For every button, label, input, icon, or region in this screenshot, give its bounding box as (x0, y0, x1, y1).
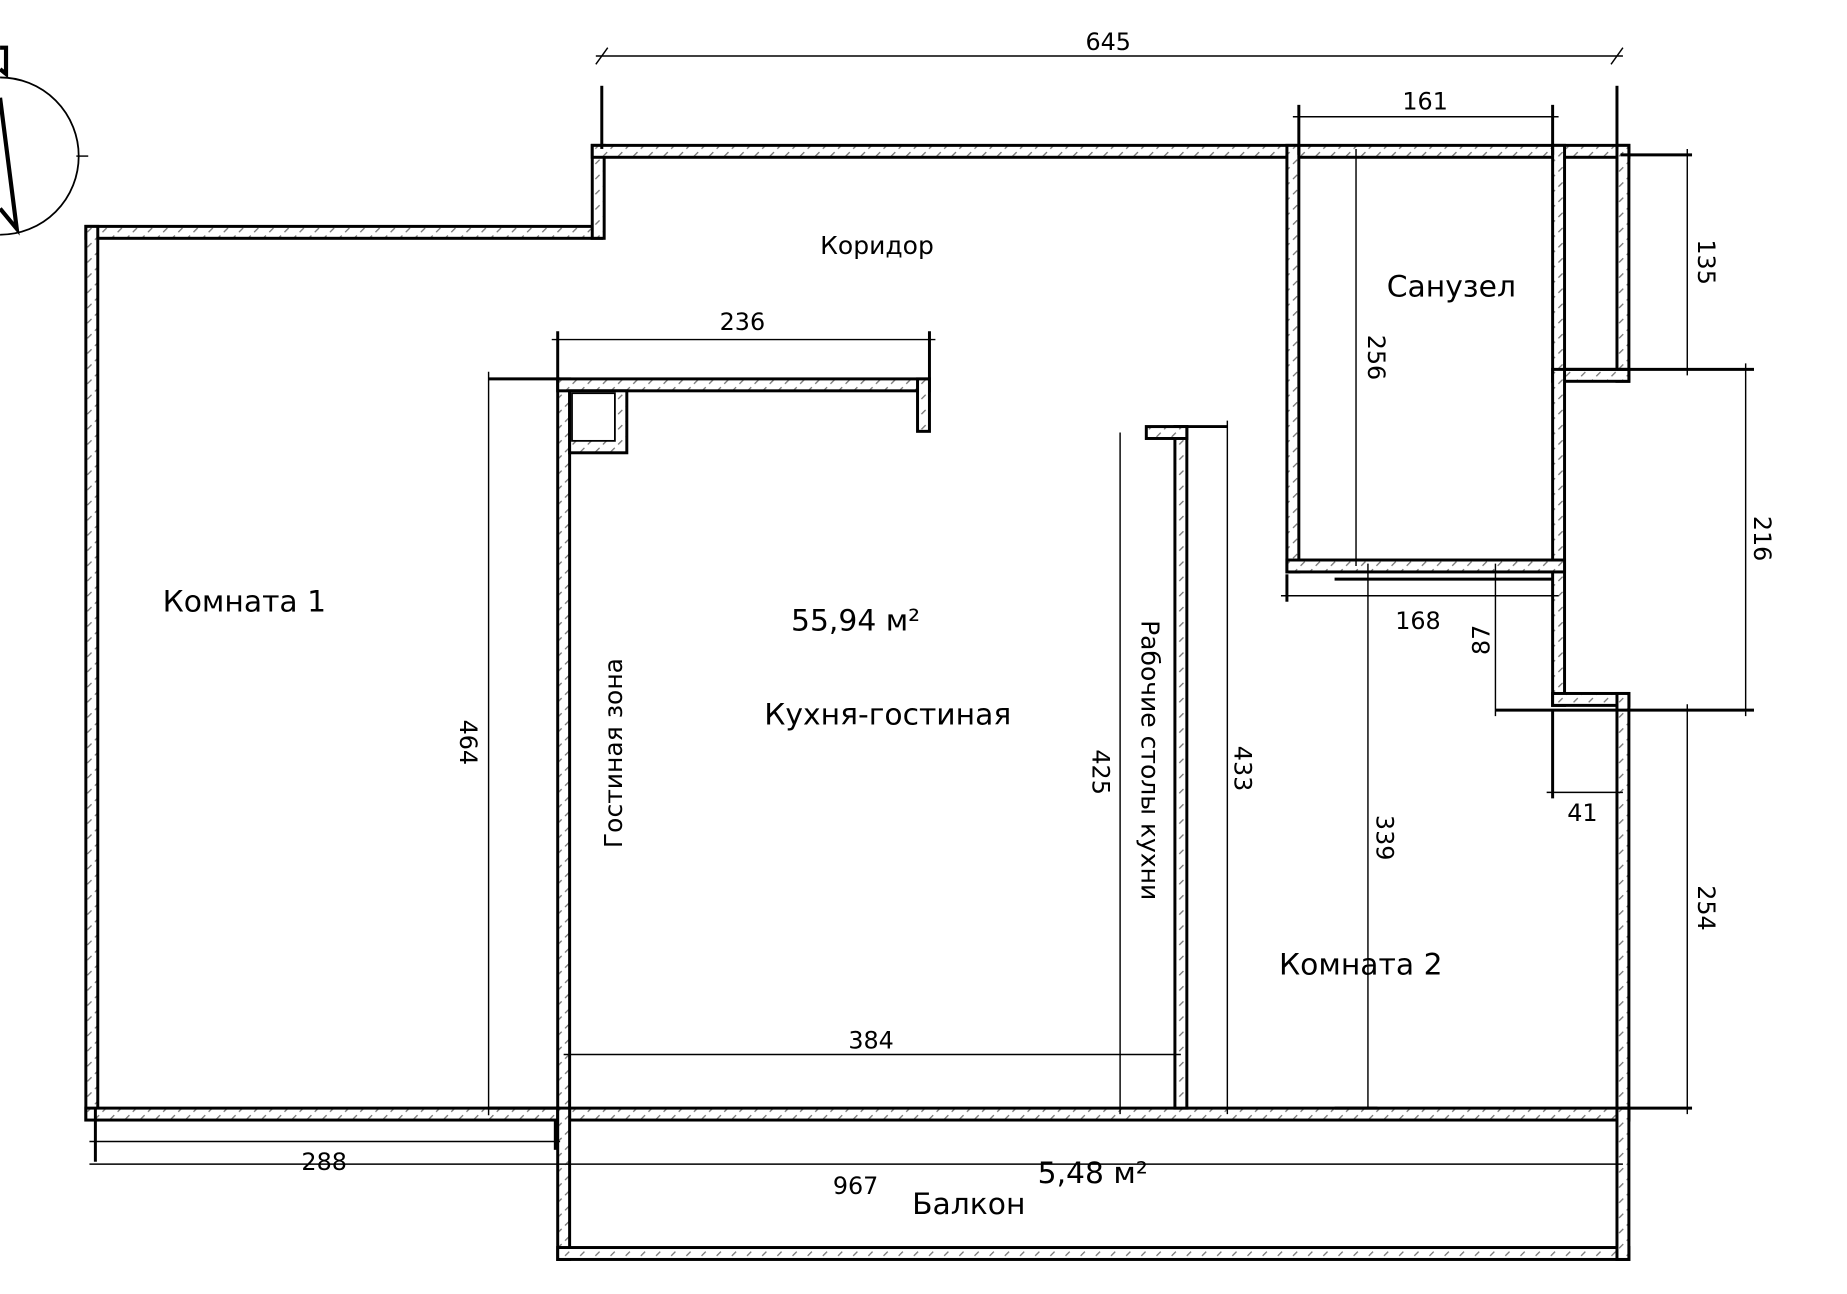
dimension-lines (89, 47, 1754, 1165)
dim-41: 41 (1567, 799, 1597, 827)
compass-icon (0, 45, 89, 236)
label-bathroom: Санузел (1387, 270, 1516, 305)
label-balcony-area: 5,48 м² (1038, 1156, 1148, 1191)
label-kitchen-area: 55,94 м² (791, 603, 920, 638)
label-corridor: Коридор (820, 231, 934, 260)
dim-384: 384 (848, 1027, 893, 1055)
dim-161: 161 (1402, 88, 1447, 116)
dim-254: 254 (1692, 885, 1720, 930)
dim-236: 236 (720, 308, 765, 336)
dim-288: 288 (301, 1148, 346, 1176)
label-kitchen-living: Кухня-гостиная (764, 697, 1011, 732)
label-room-2: Комната 2 (1279, 948, 1442, 983)
dim-645: 645 (1085, 28, 1130, 56)
dim-256: 256 (1362, 335, 1390, 380)
dim-168: 168 (1395, 607, 1440, 635)
walls (84, 143, 1631, 1261)
dim-425: 425 (1087, 749, 1115, 794)
label-room-1: Комната 1 (163, 584, 326, 619)
dim-216: 216 (1748, 516, 1776, 561)
label-balcony: Балкон (912, 1187, 1025, 1222)
dim-87: 87 (1467, 625, 1495, 655)
dim-464: 464 (454, 720, 482, 765)
label-work-tables: Рабочие столы кухни (1136, 620, 1165, 900)
dim-967: 967 (833, 1172, 878, 1200)
dim-339: 339 (1370, 815, 1398, 860)
dim-433: 433 (1228, 746, 1256, 791)
dim-135: 135 (1692, 239, 1720, 284)
label-living-zone: Гостиная зона (599, 658, 628, 848)
